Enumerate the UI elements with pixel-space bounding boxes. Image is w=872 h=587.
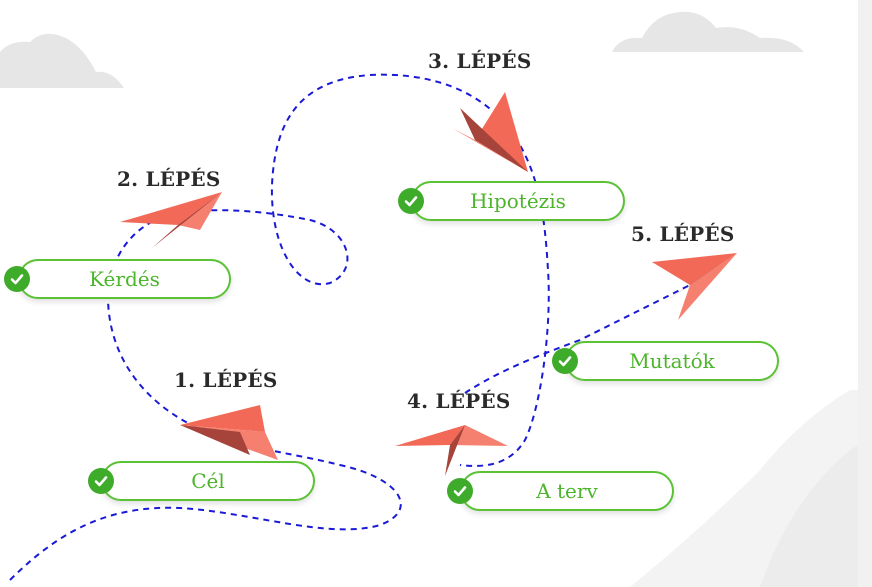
step-2-pill[interactable]: Kérdés — [18, 259, 231, 299]
flight-path-branch — [464, 284, 691, 394]
check-icon — [447, 478, 473, 504]
plane-step-4 — [395, 425, 508, 476]
plane-step-2 — [120, 192, 222, 248]
step-2-text: Kérdés — [89, 267, 160, 291]
plane-step-1 — [180, 405, 278, 460]
flight-path — [9, 73, 550, 581]
cloud-top-left — [0, 33, 124, 88]
step-4-label: 4. LÉPÉS — [407, 389, 511, 413]
step-4-text: A terv — [536, 479, 598, 503]
step-3-text: Hipotézis — [470, 189, 566, 213]
step-1-label: 1. LÉPÉS — [174, 368, 278, 392]
step-5-pill[interactable]: Mutatók — [565, 341, 779, 381]
plane-step-3 — [452, 92, 528, 172]
check-icon — [398, 188, 424, 214]
right-edge-strip — [858, 0, 872, 587]
step-3-label: 3. LÉPÉS — [428, 49, 532, 73]
step-2-label: 2. LÉPÉS — [117, 167, 221, 191]
check-icon — [4, 266, 30, 292]
check-icon — [88, 468, 114, 494]
step-4-pill[interactable]: A terv — [460, 471, 674, 511]
plane-step-5 — [652, 253, 737, 320]
step-5-label: 5. LÉPÉS — [631, 222, 735, 246]
step-5-text: Mutatók — [629, 349, 715, 373]
cloud-top-right — [612, 11, 804, 53]
check-icon — [552, 348, 578, 374]
step-1-text: Cél — [191, 469, 225, 493]
step-3-pill[interactable]: Hipotézis — [411, 181, 625, 221]
step-1-pill[interactable]: Cél — [101, 461, 315, 501]
